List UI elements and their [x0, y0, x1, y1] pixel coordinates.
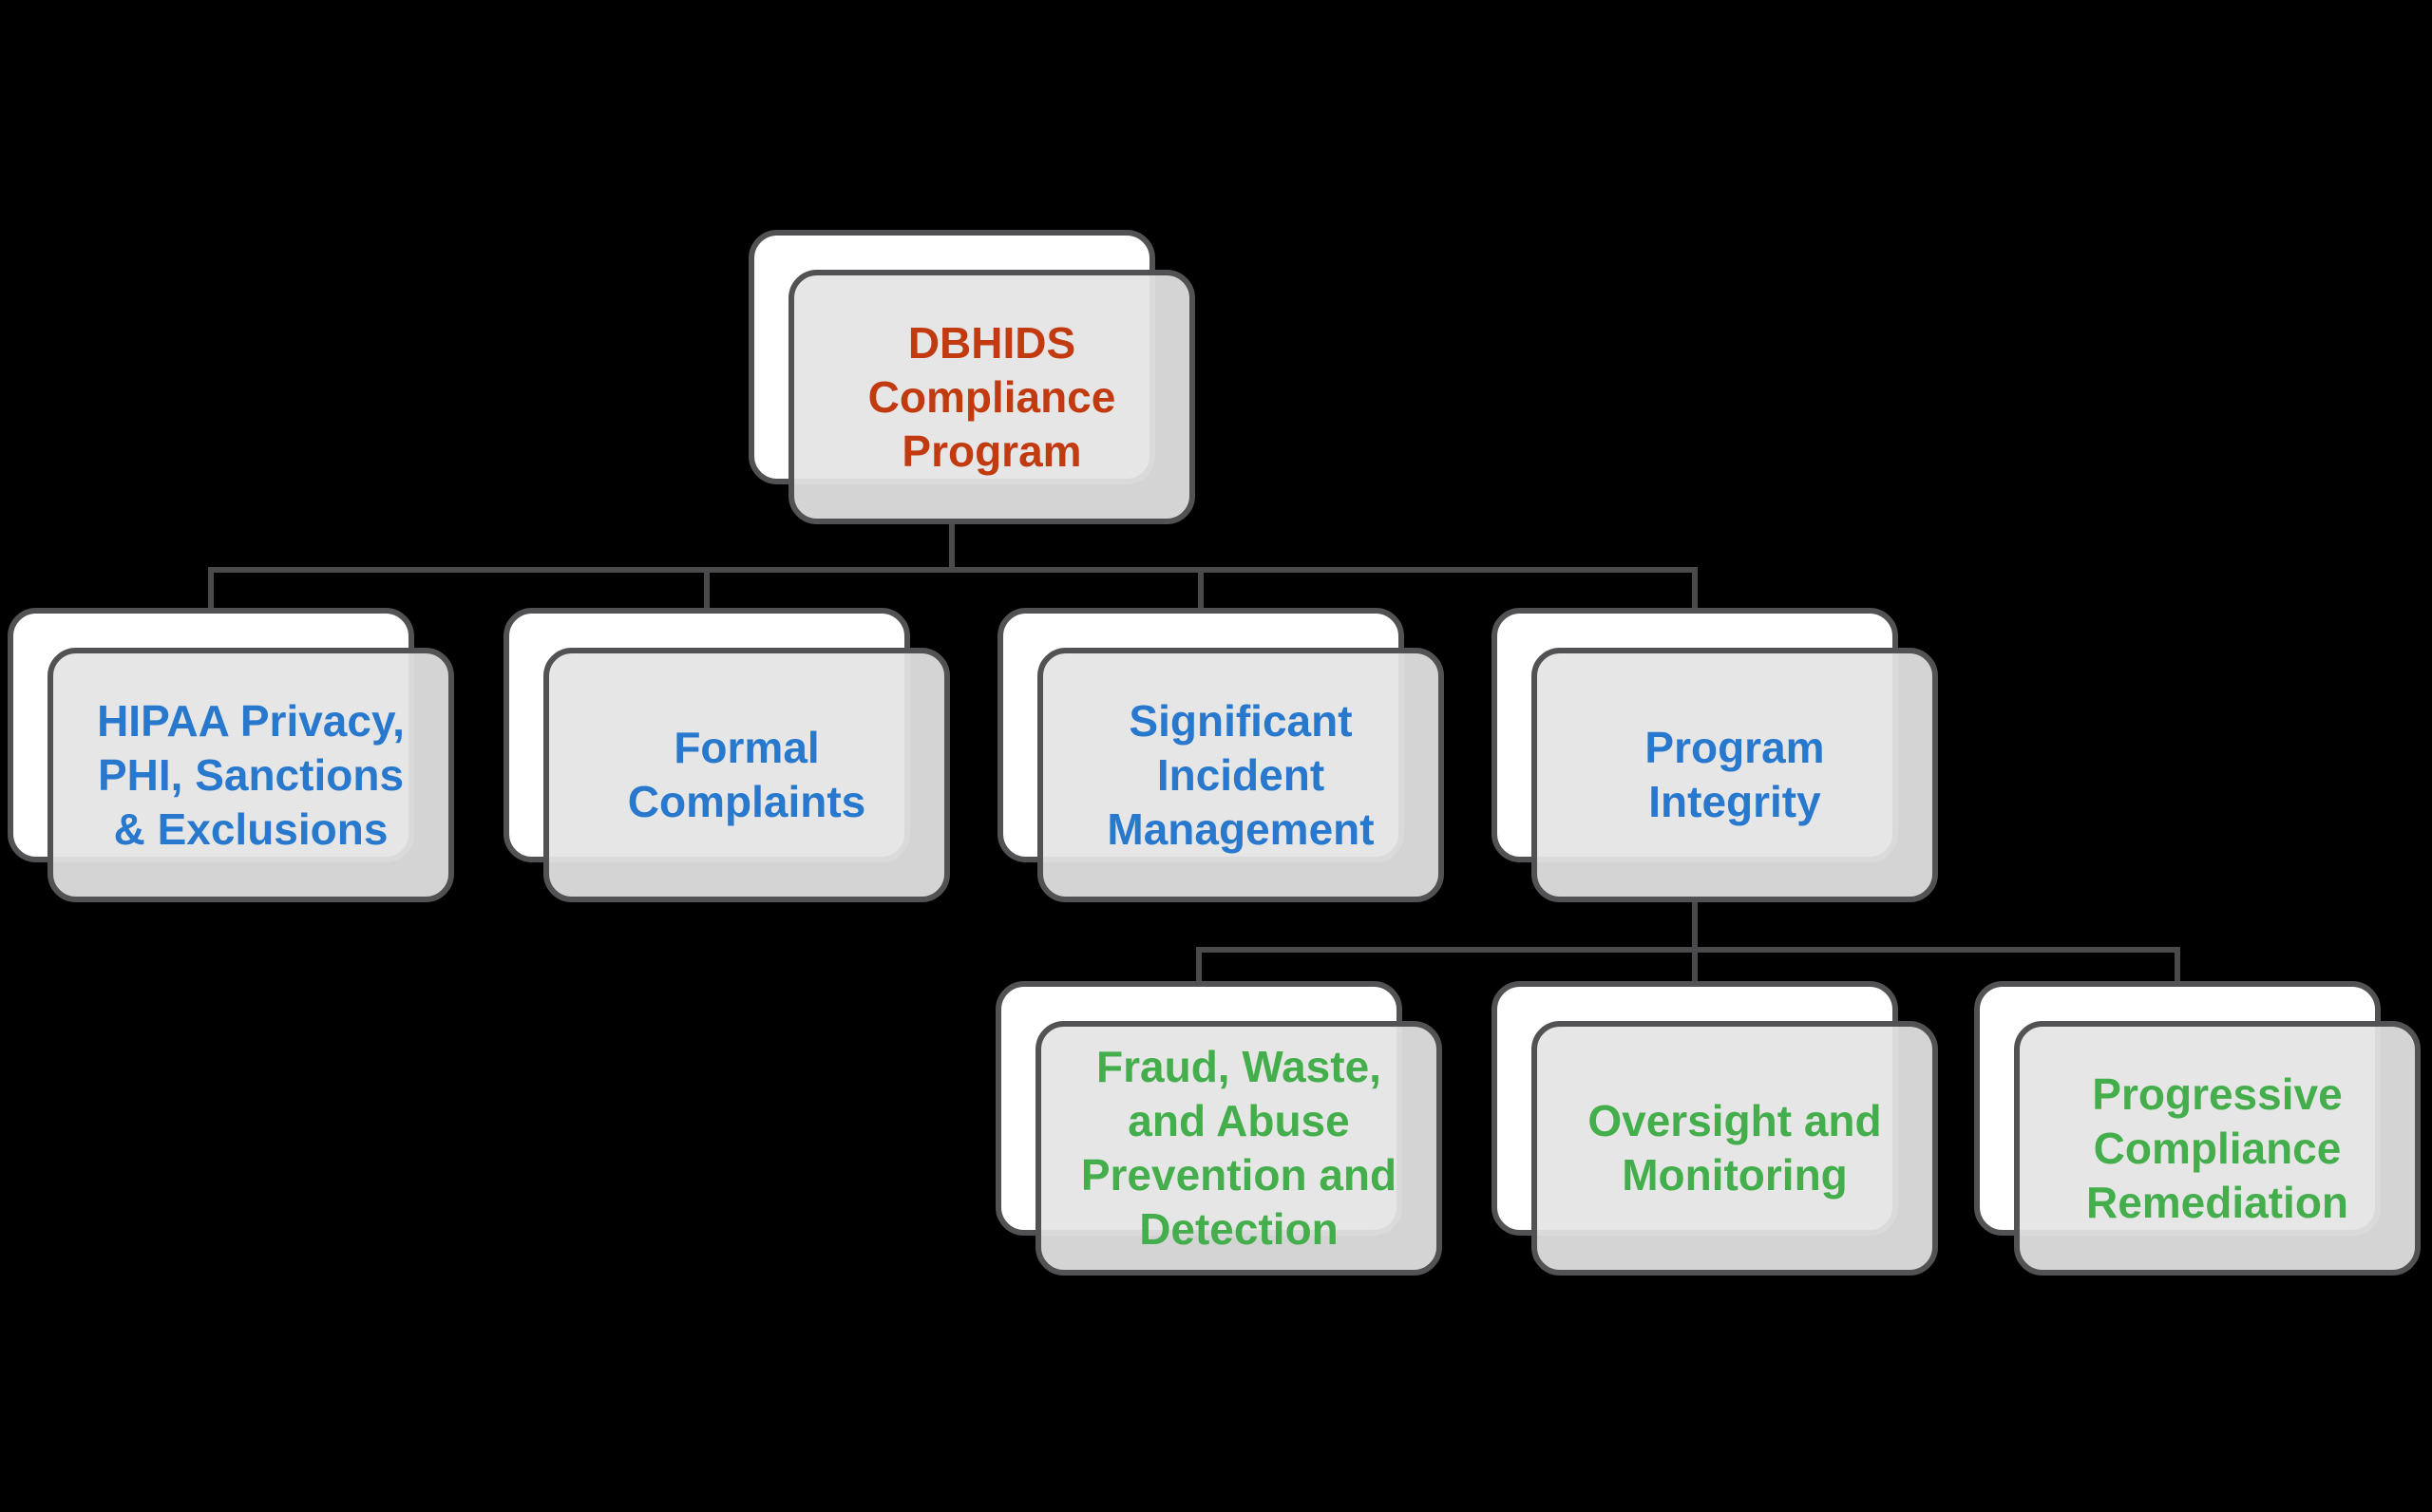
connector-drop-integrity [1692, 570, 1698, 614]
node-program-integrity: Program Integrity [1492, 608, 1938, 902]
card: Progressive Compliance Remediation [2014, 1021, 2421, 1276]
card: Program Integrity [1531, 648, 1938, 902]
node-label: DBHIDS Compliance Program [867, 317, 1116, 476]
node-label: Formal Complaints [627, 723, 866, 826]
node-label: Oversight and Monitoring [1587, 1096, 1882, 1200]
connector-root-stem [949, 522, 955, 570]
node-progressive-compliance-remediation: Progressive Compliance Remediation [1974, 981, 2421, 1276]
connector-integrity-stem [1692, 900, 1698, 950]
node-fraud-waste-abuse-prevention-detection: Fraud, Waste, and Abuse Prevention and D… [996, 981, 1442, 1276]
node-label: Significant Incident Management [1107, 695, 1375, 854]
card: Formal Complaints [543, 648, 950, 902]
connector-level2-trunk [208, 567, 1698, 573]
node-oversight-and-monitoring: Oversight and Monitoring [1492, 981, 1938, 1276]
connector-level3-trunk [1196, 947, 2180, 953]
node-label: Program Integrity [1644, 723, 1825, 826]
connector-drop-incident [1198, 570, 1204, 614]
node-label: HIPAA Privacy, PHI, Sanctions & Exclusio… [97, 695, 405, 854]
card: Fraud, Waste, and Abuse Prevention and D… [1036, 1021, 1442, 1276]
card: DBHIDS Compliance Program [788, 270, 1195, 524]
node-label: Progressive Compliance Remediation [2085, 1068, 2349, 1227]
node-label: Fraud, Waste, and Abuse Prevention and D… [1080, 1042, 1397, 1254]
connector-drop-fraud [1196, 950, 1202, 988]
connector-drop-hipaa [208, 570, 214, 614]
connector-drop-formal [704, 570, 710, 614]
node-formal-complaints: Formal Complaints [504, 608, 950, 902]
node-dbhids-compliance-program: DBHIDS Compliance Program [749, 230, 1195, 524]
card: Significant Incident Management [1037, 648, 1444, 902]
connector-drop-remediation [2175, 950, 2180, 988]
node-significant-incident-management: Significant Incident Management [998, 608, 1444, 902]
card: HIPAA Privacy, PHI, Sanctions & Exclusio… [48, 648, 454, 902]
node-hipaa-privacy-phi-sanctions-exclusions: HIPAA Privacy, PHI, Sanctions & Exclusio… [8, 608, 454, 902]
connector-drop-oversight [1692, 950, 1698, 988]
card: Oversight and Monitoring [1531, 1021, 1938, 1276]
